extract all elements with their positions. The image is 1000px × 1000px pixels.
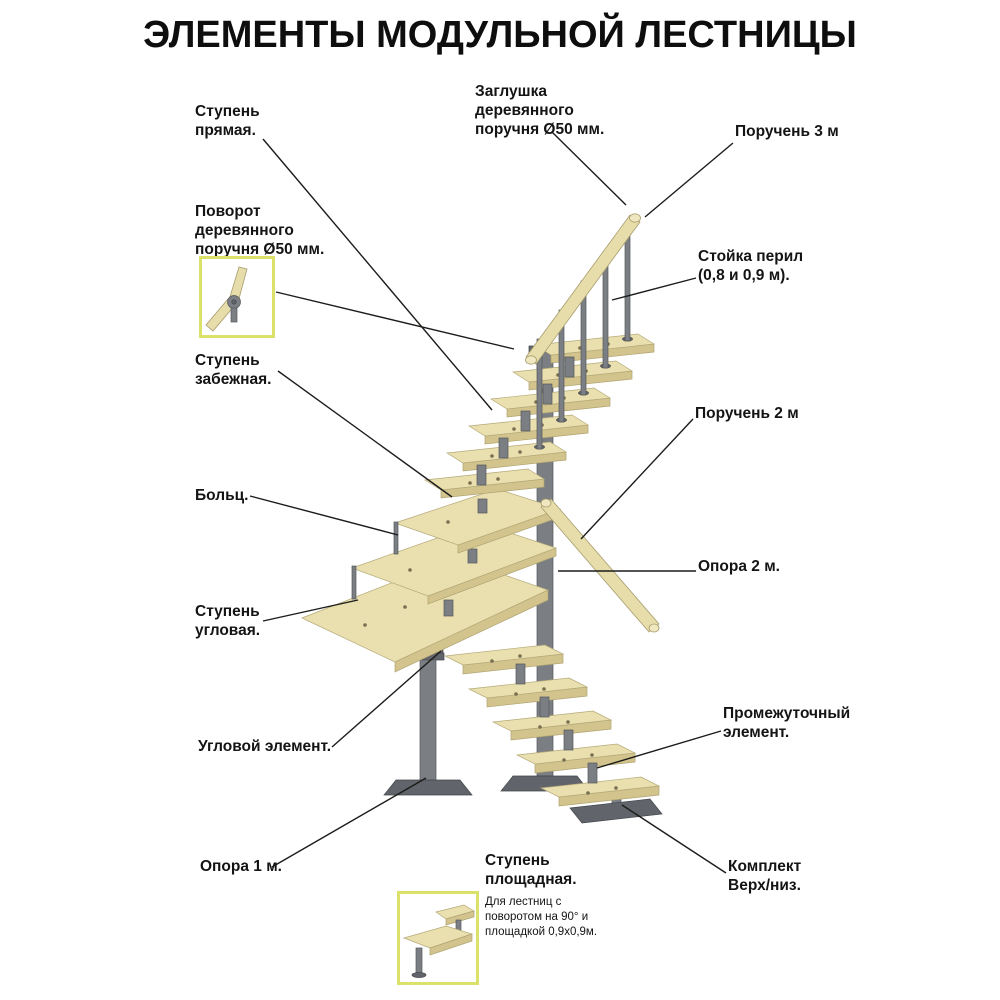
leader-handrail-3m <box>644 142 734 218</box>
callout-bolt: Больц. <box>195 487 249 504</box>
callout-straight-step: Ступень прямая. <box>195 103 260 139</box>
callout-handrail-turn: Поворот деревянного поручня Ø50 мм. <box>195 203 325 258</box>
leader-handrail-turn <box>275 291 515 350</box>
callout-winder-step: Ступень забежная. <box>195 352 272 388</box>
handrail-turn-inset-image <box>199 256 275 338</box>
lower-flight-modules <box>515 663 598 784</box>
leader-handrail-2m <box>580 418 694 540</box>
callout-railing-post: Стойка перил (0,8 и 0,9 м). <box>698 248 804 284</box>
handrail-turn-mini-drawing <box>205 266 248 332</box>
handrail-2m <box>540 498 660 633</box>
bolts <box>351 521 399 600</box>
leader-lines <box>249 131 734 874</box>
callout-kit-top-bottom: Комплект Верх/низ. <box>728 858 802 894</box>
landing-step-mini-drawing <box>402 904 475 978</box>
callout-handrail-3m: Поручень 3 м <box>735 123 839 140</box>
page-title: ЭЛЕМЕНТЫ МОДУЛЬНОЙ ЛЕСТНИЦЫ <box>143 14 857 56</box>
upper-flight-modules <box>476 356 575 486</box>
leader-corner-element <box>331 650 442 748</box>
landing-step-inset-image <box>397 891 479 985</box>
leader-railing-post <box>611 277 697 301</box>
handrail-end-cap <box>629 213 641 223</box>
callout-landing-step: Ступень площадная. <box>485 852 577 888</box>
winder-steps <box>350 488 562 617</box>
handrail-end-cap <box>525 355 537 365</box>
leader-winder-step <box>277 370 453 498</box>
leader-intermediate-element <box>596 730 722 769</box>
leader-bolt <box>249 495 399 536</box>
callout-handrail-2m: Поручень 2 м <box>695 405 799 422</box>
callout-intermediate-element: Промежуточный элемент. <box>723 705 851 741</box>
lower-flight-steps <box>443 644 661 807</box>
corner-step <box>301 557 549 673</box>
callout-corner-element: Угловой элемент. <box>198 738 332 755</box>
leader-straight-step <box>262 138 493 411</box>
handrail-3m <box>525 213 641 365</box>
callout-handrail-cap: Заглушка деревянного поручня Ø50 мм. <box>475 83 605 138</box>
landing-step-note: Для лестниц с поворотом на 90° и площадк… <box>485 896 598 938</box>
callout-support-2m: Опора 2 м. <box>698 558 780 575</box>
callout-corner-step: Ступень угловая. <box>195 603 261 639</box>
leader-kit-top-bottom <box>621 804 727 874</box>
leader-support-1m <box>271 777 427 868</box>
callout-support-1m: Опора 1 м. <box>200 858 282 875</box>
leader-corner-step <box>262 599 359 622</box>
leader-handrail-cap <box>551 131 627 206</box>
